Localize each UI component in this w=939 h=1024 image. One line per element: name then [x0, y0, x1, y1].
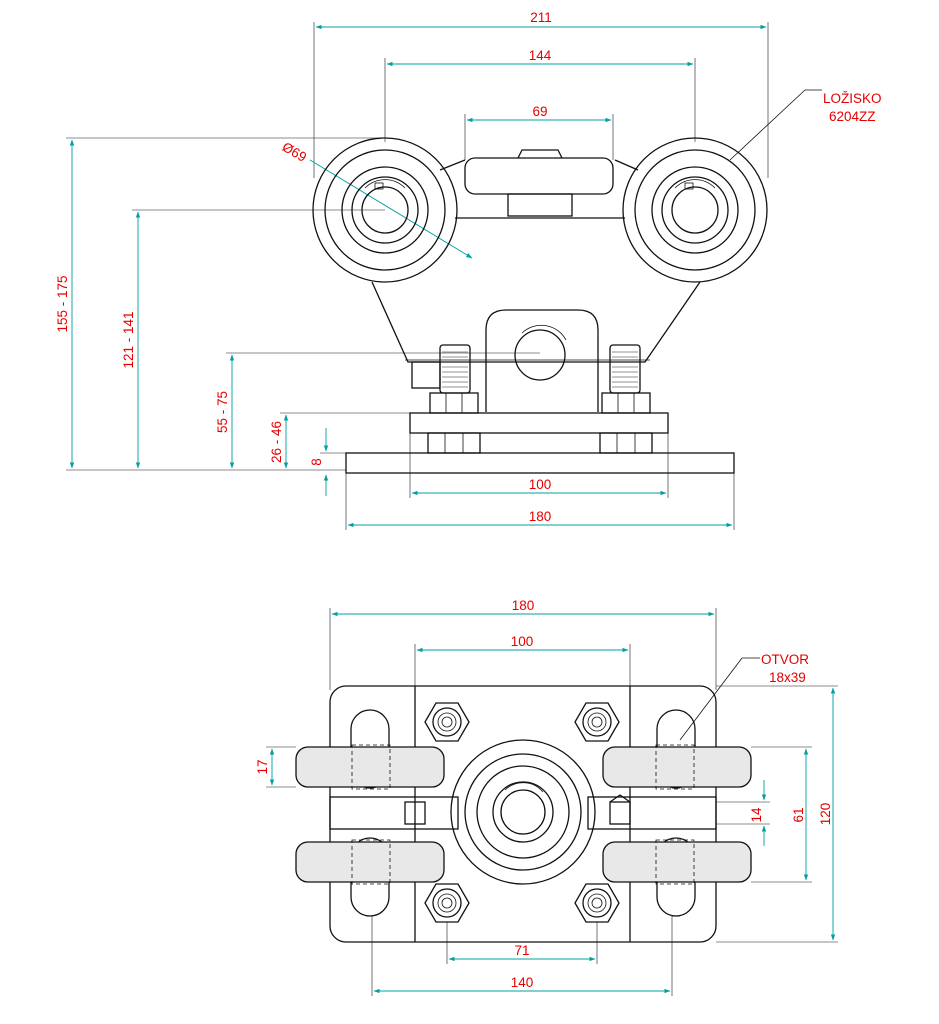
- dim-plan-140-label: 140: [511, 975, 534, 990]
- plan-rollers: [295, 744, 752, 885]
- pivot-housing: [485, 309, 599, 412]
- dim-plan-nut-spacing: 71: [446, 922, 598, 964]
- dim-plan-14-label: 14: [749, 807, 764, 823]
- dim-wheel-diameter: Ø69: [280, 139, 473, 259]
- dim-plan-180-label: 180: [512, 598, 535, 613]
- dim-211-label: 211: [530, 10, 552, 25]
- dim-plan-bolt-spacing: 100: [414, 634, 631, 690]
- front-view: 211 144 69 LOŽISKO 6204ZZ Ø69: [55, 10, 882, 530]
- plan-axles: [329, 794, 717, 830]
- right-wheel: [622, 137, 768, 283]
- left-stud: [411, 344, 479, 414]
- dim-plate-thickness: 8: [309, 428, 346, 496]
- dim-height-axle: 121 - 141: [121, 209, 385, 469]
- dim-height-stud: 55 - 75: [215, 352, 540, 469]
- plan-center-wheel: [450, 739, 596, 885]
- hex-nuts: [424, 702, 620, 923]
- dim-plan-17-label: 17: [255, 759, 270, 774]
- plan-view: 180 100 OTVOR 18x39: [255, 598, 838, 996]
- base-plate: [345, 452, 735, 474]
- mounting-slots: [350, 709, 696, 917]
- slot-callout-size: 18x39: [769, 670, 806, 685]
- slot-callout: OTVOR 18x39: [679, 652, 809, 741]
- dim-plan-100-label: 100: [511, 634, 534, 649]
- dim-180-label: 180: [529, 509, 552, 524]
- bracket-plate: [409, 412, 669, 434]
- right-stud: [601, 344, 651, 414]
- dim-121-141-label: 121 - 141: [121, 311, 136, 368]
- dim-plan-roller-thickness: 17: [255, 746, 296, 788]
- dim-top-guide: 69: [464, 104, 614, 160]
- dim-plan-61-label: 61: [791, 807, 806, 822]
- dim-55-75-label: 55 - 75: [215, 391, 230, 433]
- carriage-body: [371, 281, 701, 363]
- dim-155-175-label: 155 - 175: [55, 275, 70, 332]
- dim-height-total: 155 - 175: [55, 137, 385, 471]
- dim-plan-120-label: 120: [818, 803, 833, 826]
- dim-plan-center-gap: 14: [716, 780, 770, 846]
- dim-plan-height: 120: [716, 685, 838, 943]
- dim-overall-width: 211: [313, 10, 769, 178]
- bearing-callout: LOŽISKO 6204ZZ: [729, 89, 882, 161]
- dim-100-label: 100: [529, 477, 552, 492]
- bearing-callout-label: LOŽISKO: [823, 91, 882, 106]
- dim-144-label: 144: [529, 48, 552, 63]
- dim-69-label: 69: [532, 104, 547, 119]
- dim-plan-71-label: 71: [514, 943, 529, 958]
- dim-height-plate: 26 - 46: [269, 412, 410, 469]
- top-guide-block: [439, 149, 639, 219]
- dim-wheel-centers: 144: [384, 48, 696, 142]
- dim-8-label: 8: [309, 458, 324, 466]
- dim-26-46-label: 26 - 46: [269, 421, 284, 463]
- dim-plan-roller-span: 61: [751, 746, 812, 883]
- dim-diameter-label: Ø69: [280, 139, 310, 165]
- dim-plan-width: 180: [329, 598, 717, 690]
- dim-plate-width-front: 180: [345, 473, 735, 530]
- lower-nuts: [427, 432, 653, 454]
- slot-callout-label: OTVOR: [761, 652, 809, 667]
- dim-plan-slot-spacing: 140: [371, 916, 673, 996]
- bearing-callout-code: 6204ZZ: [829, 109, 876, 124]
- dim-bolt-spacing-front: 100: [409, 433, 669, 498]
